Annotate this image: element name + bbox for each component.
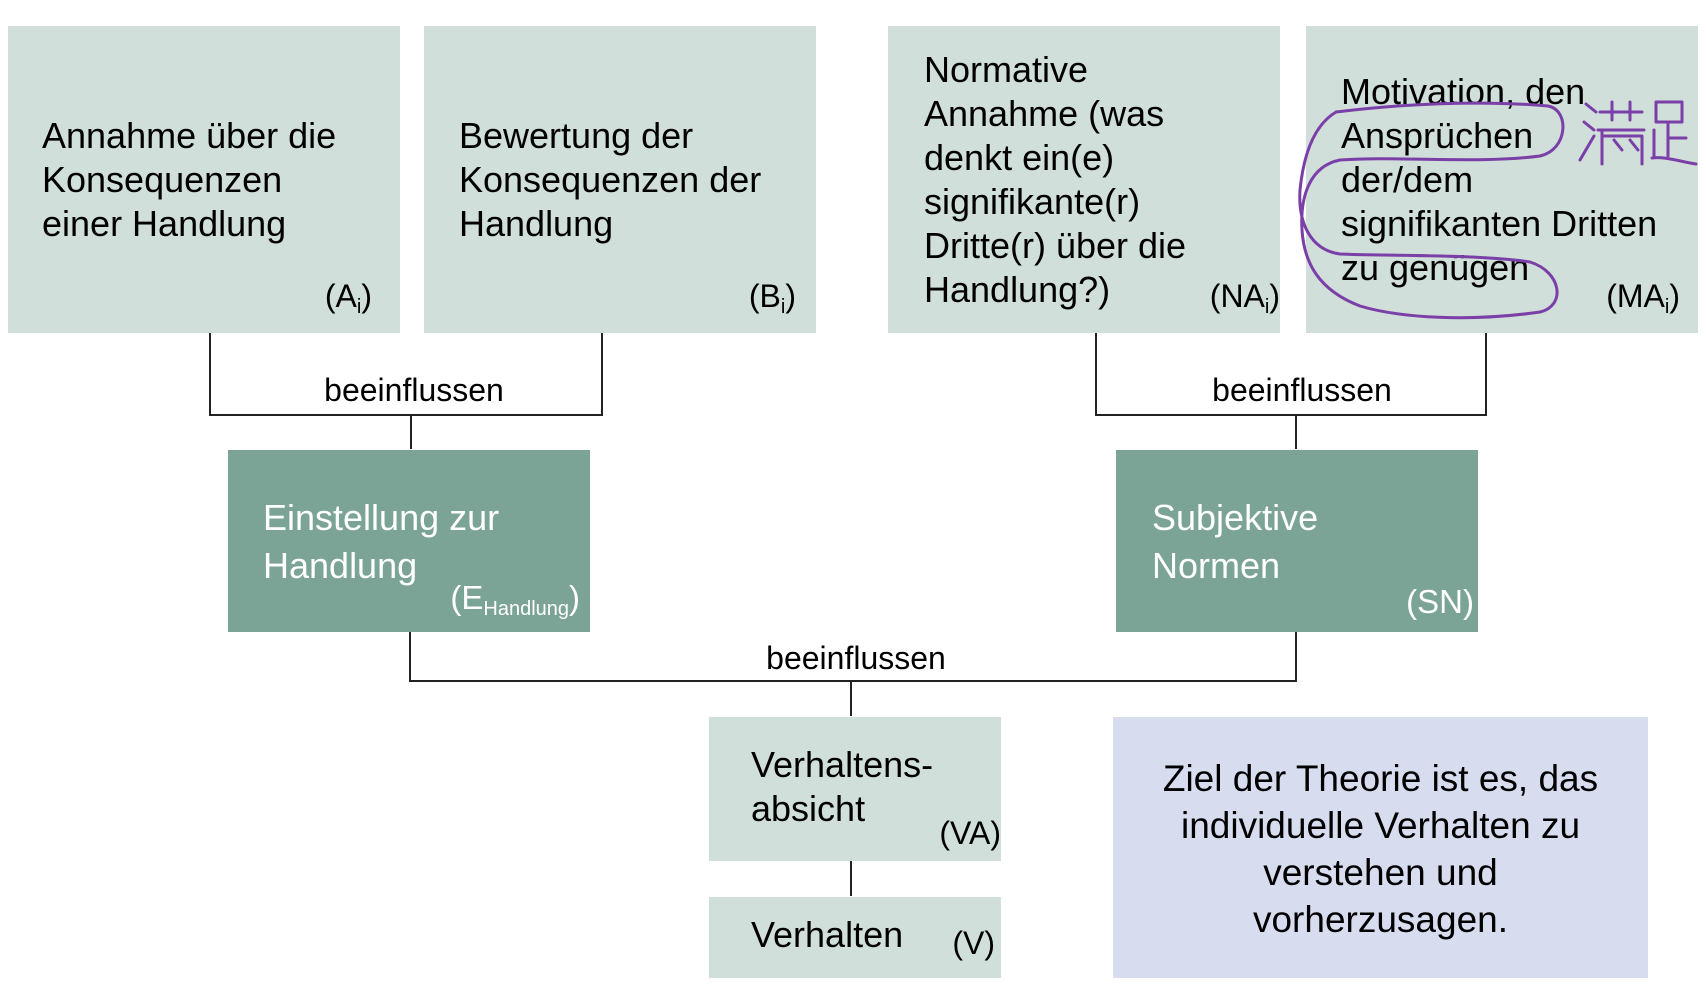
- box-v-line: Verhalten: [751, 914, 904, 955]
- connector-label-right: beeinflussen: [1212, 372, 1392, 408]
- box-va-line: Verhaltens-: [751, 744, 934, 785]
- box-sn-line: Normen: [1152, 545, 1281, 586]
- box-b-line: Konsequenzen der: [459, 159, 762, 200]
- box-sn-tag: (SN): [1406, 583, 1474, 620]
- box-b-line: Bewertung der: [459, 115, 694, 156]
- box-a-line: Konsequenzen: [42, 159, 283, 200]
- box-na-line: denkt ein(e): [924, 137, 1115, 178]
- goal-line: vorherzusagen.: [1252, 899, 1509, 940]
- goal-line: Ziel der Theorie ist es, das: [1162, 758, 1599, 799]
- box-na-tag: (NAi): [1209, 278, 1280, 318]
- goal-line: verstehen und: [1263, 852, 1498, 893]
- box-va-tag: (VA): [939, 815, 1001, 851]
- box-b-line: Handlung: [459, 203, 614, 244]
- box-b-tag: (Bi): [748, 278, 796, 318]
- box-ma-line: der/dem: [1341, 159, 1474, 200]
- box-v-tag: (V): [952, 925, 995, 961]
- box-na-line: signifikante(r): [924, 181, 1141, 222]
- goal-box: Ziel der Theorie ist es, das individuell…: [1113, 717, 1648, 978]
- box-va-line: absicht: [751, 788, 866, 829]
- box-bewertung-konsequenzen: Bewertung der Konsequenzen der Handlung …: [424, 26, 816, 333]
- box-a-line: Annahme über die: [42, 115, 337, 156]
- box-motivation: Motivation, den Ansprüchen der/dem signi…: [1306, 26, 1698, 333]
- connector-label-left: beeinflussen: [324, 372, 504, 408]
- box-a-line: einer Handlung: [42, 203, 287, 244]
- box-verhaltensabsicht: Verhaltens- absicht (VA): [709, 717, 1001, 861]
- box-na-line: Dritte(r) über die: [924, 225, 1187, 266]
- box-ma-tag: (MAi): [1606, 278, 1680, 318]
- box-subjektive-normen: Subjektive Normen (SN): [1116, 450, 1478, 632]
- box-e-line: Einstellung zur: [263, 497, 500, 538]
- box-na-line: Handlung?): [924, 269, 1111, 310]
- box-e-tag: (EHandlung): [450, 579, 580, 620]
- box-ma-line: Ansprüchen: [1341, 115, 1534, 156]
- box-na-line: Normative: [924, 49, 1089, 90]
- box-normative-annahme: Normative Annahme (was denkt ein(e) sign…: [888, 26, 1280, 333]
- box-ma-line: Motivation, den: [1341, 71, 1586, 112]
- box-einstellung: Einstellung zur Handlung (EHandlung): [228, 450, 590, 632]
- box-annahme-konsequenzen: Annahme über die Konsequenzen einer Hand…: [8, 26, 400, 333]
- box-e-line: Handlung: [263, 545, 418, 586]
- box-ma-line: signifikanten Dritten: [1341, 203, 1658, 244]
- goal-line: individuelle Verhalten zu: [1180, 805, 1581, 846]
- box-na-line: Annahme (was: [924, 93, 1165, 134]
- connector-label-bottom: beeinflussen: [766, 640, 946, 676]
- box-a-tag: (Ai): [324, 278, 372, 318]
- box-sn-line: Subjektive: [1152, 497, 1319, 538]
- box-verhalten: Verhalten (V): [709, 897, 1001, 978]
